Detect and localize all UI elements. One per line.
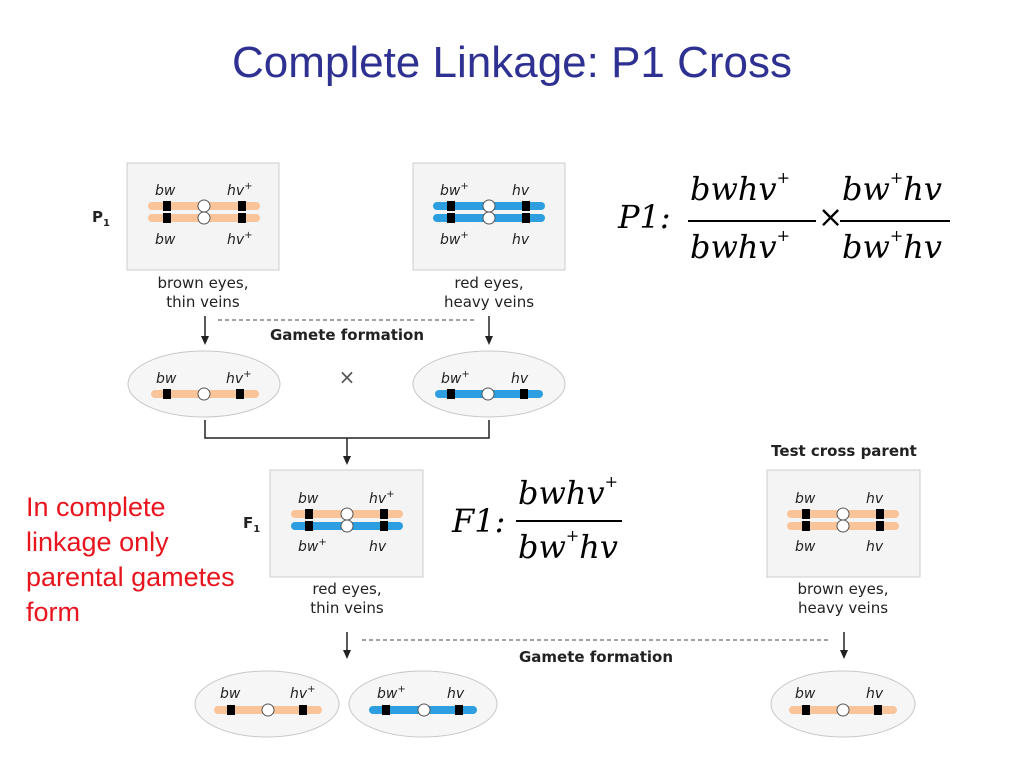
parent2-down-arrow-head [485,336,493,345]
p1-times-symbol: × [818,200,844,235]
p1-right-numerator: bw+hv [842,168,942,208]
gamete5-centromere [836,703,850,717]
gamete3-centromere [261,703,275,717]
p1-right-fraction-bar [840,220,950,222]
test-cross-title: Test cross parent [771,442,917,460]
f1-equation: F1: bwhv+ bw+hv [452,472,642,584]
gamete-formation-1-label: Gamete formation [270,326,424,344]
f1-centromere-bottom [340,519,354,533]
parent2-centromere-top [482,199,496,213]
slide-note: In complete linkage only parental gamete… [26,492,235,627]
gamete3-allele-left: bw [220,686,241,702]
gamete2-allele-left: bw+ [441,369,470,387]
parent2-centromere-bottom [482,211,496,225]
f1-caption-line1: red eyes, [312,580,381,598]
f1-centromere-top [340,507,354,521]
f1-fraction-bar [516,520,622,522]
cross-symbol: × [339,365,356,389]
test-caption-line2: heavy veins [798,599,888,617]
fertilization-arrow-head [343,456,351,465]
p1-equation: P1: bwhv+ bwhv+ × bw+hv bw+hv [618,168,958,280]
p1-left-fraction-bar [688,220,816,222]
parent1-caption-line1: brown eyes, [158,274,249,292]
parent1-allele-bottom-right: hv+ [227,230,253,248]
gamete2-centromere [481,387,495,401]
gamete1-allele-left: bw [156,371,177,387]
parent1-caption-line2: thin veins [166,293,240,311]
parent2-allele-top-left: bw+ [440,181,469,199]
parent2-box: bw+ hv bw+ hv [412,162,566,271]
gamete2-allele-right: hv [511,371,529,387]
test-allele-top-right: hv [866,491,884,507]
parent2-caption-line1: red eyes, [454,274,523,292]
p1-left-denominator: bwhv+ [690,226,790,266]
f1-allele-bottom-left: bw+ [298,537,327,555]
gamete3-allele-right: hv+ [290,684,316,702]
parent1-centromere-bottom [197,211,211,225]
f1-allele-bottom-right: hv [369,539,387,555]
parent1-centromere-top [197,199,211,213]
gamete4-centromere [417,703,431,717]
f1-caption-line2: thin veins [310,599,384,617]
parent1-down-arrow-head [201,336,209,345]
gamete4-allele-left: bw+ [377,684,406,702]
gamete-formation-2-label: Gamete formation [519,648,673,666]
gamete5-oval: bw hv [770,670,916,738]
gamete1-centromere [197,387,211,401]
parent2-caption-line2: heavy veins [444,293,534,311]
f1-box: bw hv+ bw+ hv [269,469,424,578]
test-allele-top-left: bw [795,491,816,507]
gamete3-oval: bw hv+ [194,670,340,738]
p1-equation-lead: P1: [618,198,671,236]
gamete4-oval: bw+ hv [348,670,498,738]
parent2-allele-bottom-right: hv [512,232,530,248]
gamete5-allele-left: bw [795,686,816,702]
slide-title: Complete Linkage: P1 Cross [231,38,793,87]
p1-left-numerator: bwhv+ [690,168,790,208]
parent2-allele-bottom-left: bw+ [440,230,469,248]
gamete1-allele-right: hv+ [226,369,252,387]
gamete5-allele-right: hv [866,686,884,702]
test-caption-line1: brown eyes, [798,580,889,598]
f1-down-arrow-head [343,650,351,659]
f1-equation-lead: F1: [452,502,506,540]
parent1-box: bw hv+ bw hv+ [126,162,280,271]
gamete2-oval: bw+ hv [412,350,566,418]
p1-right-denominator: bw+hv [842,226,942,266]
f1-numerator: bwhv+ [518,472,618,512]
gamete4-allele-right: hv [447,686,465,702]
fertilization-bracket [204,420,490,439]
f1-denominator: bw+hv [518,526,618,566]
test-centromere-bottom [836,519,850,533]
test-allele-bottom-right: hv [866,539,884,555]
parent2-allele-top-right: hv [512,183,530,199]
p1-generation-label: P1 [92,208,110,229]
gamete1-oval: bw hv+ [127,350,281,418]
test-cross-box: bw hv bw hv [766,469,921,578]
f1-generation-label: F1 [243,514,260,535]
parent1-allele-top-left: bw [155,183,176,199]
parent1-allele-top-right: hv+ [227,181,253,199]
test-down-arrow-head [840,650,848,659]
test-allele-bottom-left: bw [795,539,816,555]
f1-allele-top-right: hv+ [369,489,395,507]
f1-allele-top-left: bw [298,491,319,507]
parent1-allele-bottom-left: bw [155,232,176,248]
test-centromere-top [836,507,850,521]
